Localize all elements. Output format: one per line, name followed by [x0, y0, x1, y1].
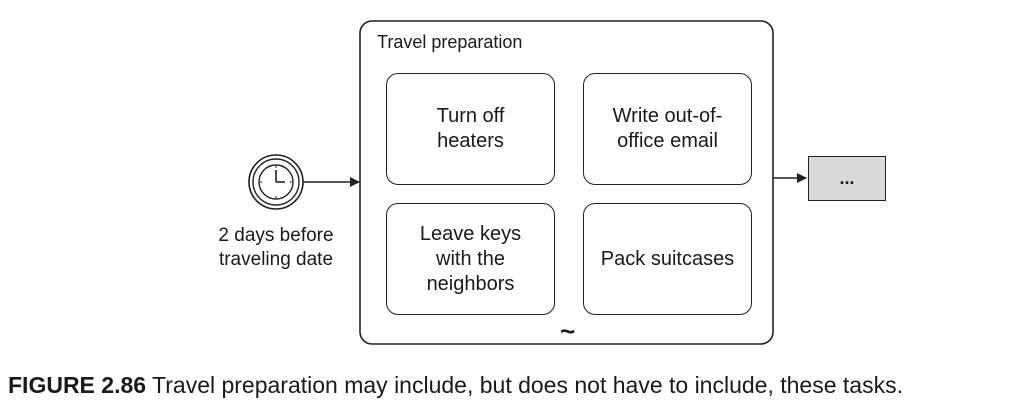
task-label: office email [617, 130, 718, 152]
task-label: heaters [437, 130, 504, 152]
clock-icon [258, 164, 294, 200]
start-event-label-line2: traveling date [218, 249, 334, 270]
task-label: Leave keys [419, 222, 522, 245]
task-write-out-of-office-email[interactable]: Write out-of-office email [583, 73, 752, 185]
task-label: Turn off [436, 105, 505, 127]
subprocess-box[interactable] [359, 20, 774, 345]
task-label: neighbors [426, 272, 515, 295]
task-label: Write out-of- [612, 105, 723, 127]
figure-caption-text: Travel preparation may include, but does… [152, 372, 903, 398]
task-label: Pack suitcases [600, 247, 735, 270]
subprocess-title: Travel preparation [377, 32, 523, 52]
next-task-box[interactable]: ... [808, 156, 886, 201]
task-label: with the [436, 247, 505, 270]
ad-hoc-marker: ~ [560, 316, 576, 346]
figure-number: FIGURE 2.86 [8, 372, 147, 398]
task-turn-off-heaters[interactable]: Turn off heaters [386, 73, 555, 185]
start-event-label: 2 days before traveling date [196, 224, 356, 272]
task-pack-suitcases[interactable]: Pack suitcases [583, 203, 752, 315]
start-event-label-line1: 2 days before [218, 225, 334, 246]
timer-start-event[interactable] [248, 154, 304, 210]
